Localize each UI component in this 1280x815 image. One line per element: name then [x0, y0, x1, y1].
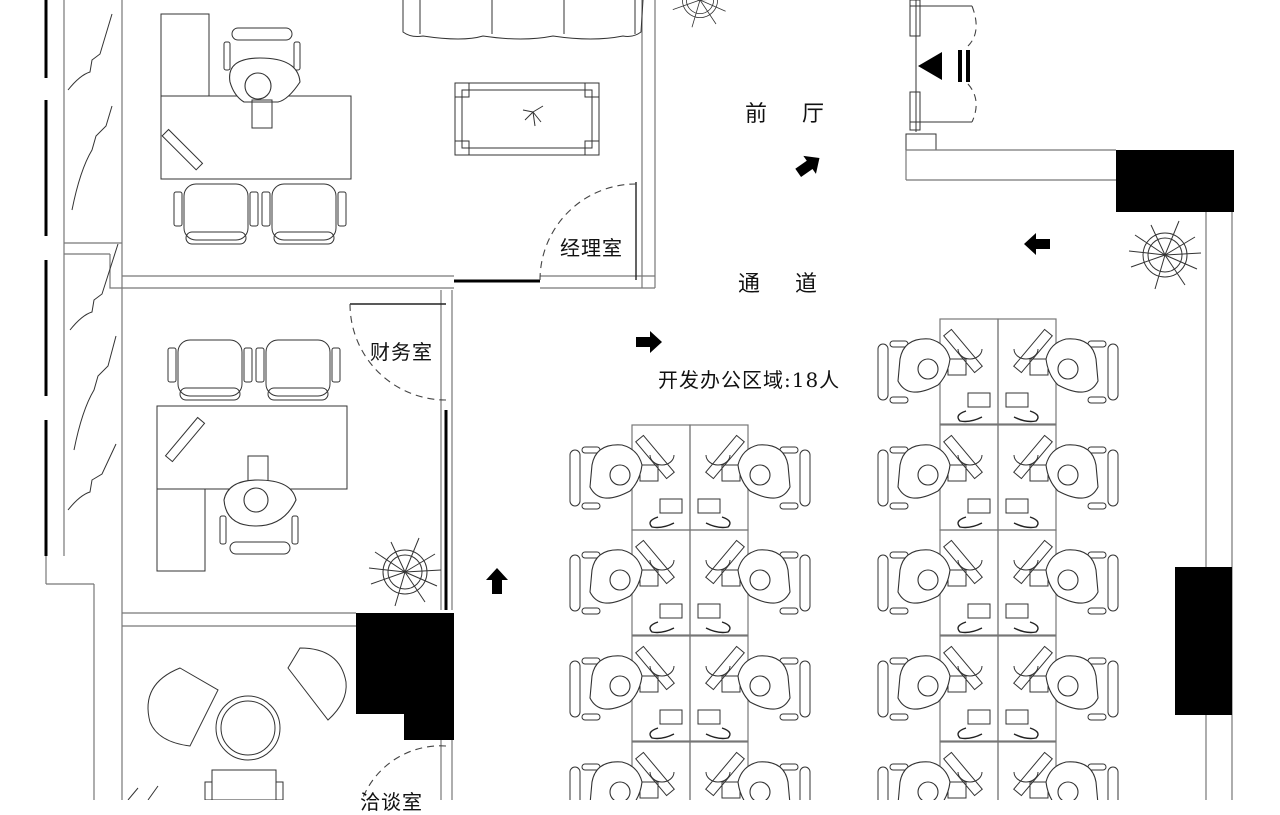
finance-office — [156, 290, 453, 610]
front-hall — [905, 0, 1116, 181]
meeting-room — [122, 612, 454, 800]
label-corridor: 通 道 — [738, 272, 831, 297]
arrow-northeast-icon — [795, 155, 820, 177]
structural-column — [1175, 567, 1232, 715]
arrow-west-icon — [1024, 233, 1050, 255]
exterior-wall-left — [44, 0, 123, 800]
arrow-north-icon — [486, 568, 508, 594]
label-finance-office: 财务室 — [370, 340, 433, 364]
workstation-cluster-left — [569, 424, 811, 800]
label-dev-office-area: 开发办公区域:18人 — [658, 368, 841, 392]
label-manager-office: 经理室 — [560, 236, 623, 260]
structural-column — [1116, 150, 1234, 212]
manager-office — [122, 0, 730, 289]
label-front-hall: 前 厅 — [745, 102, 838, 127]
entrance-arrow-icon — [918, 50, 970, 82]
arrow-east-icon — [636, 331, 662, 353]
exterior-wall-right — [1116, 150, 1234, 800]
workstation-cluster-right — [877, 318, 1119, 800]
label-meeting-room: 洽谈室 — [360, 790, 423, 814]
